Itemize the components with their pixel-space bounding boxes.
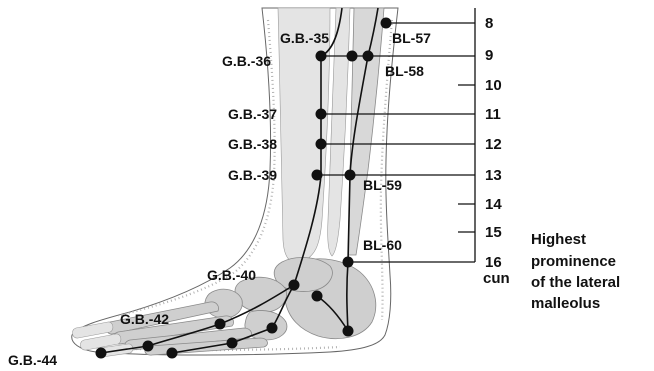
point-gb37 [316, 109, 327, 120]
scale-unit: cun [483, 270, 510, 287]
scale-tick-12: 12 [485, 136, 502, 153]
point-bl-foot [343, 326, 354, 337]
annotation-line-2: prominence [531, 253, 616, 270]
label-bl57: BL-57 [392, 30, 431, 46]
scale-tick-13: 13 [485, 167, 502, 184]
point-foot-e [167, 348, 178, 359]
label-gb38: G.B.-38 [228, 136, 277, 152]
label-gb37: G.B.-37 [228, 106, 277, 122]
point-foot-c [267, 323, 278, 334]
point-gb40 [289, 280, 300, 291]
label-gb39: G.B.-39 [228, 167, 277, 183]
label-bl59: BL-59 [363, 177, 402, 193]
scale-tick-10: 10 [485, 77, 502, 94]
label-gb35: G.B.-35 [280, 30, 329, 46]
point-bl60 [343, 257, 354, 268]
label-gb36: G.B.-36 [222, 53, 271, 69]
label-bl60: BL-60 [363, 237, 402, 253]
label-gb44: G.B.-44 [8, 352, 57, 368]
scale-tick-9: 9 [485, 47, 493, 64]
point-foot-b [215, 319, 226, 330]
cun-scale: 8 9 10 11 12 13 14 15 16 cun [483, 15, 510, 287]
point-gb38 [316, 139, 327, 150]
point-gb42 [143, 341, 154, 352]
point-bl57 [381, 18, 392, 29]
point-gb35 [347, 51, 358, 62]
malleolus-annotation: Highest prominence of the lateral malleo… [531, 231, 620, 312]
point-gb39 [312, 170, 323, 181]
label-gb40: G.B.-40 [207, 267, 256, 283]
point-bl58 [363, 51, 374, 62]
label-gb42: G.B.-42 [120, 311, 169, 327]
scale-tick-14: 14 [485, 196, 502, 213]
scale-tick-11: 11 [485, 106, 501, 123]
scale-tick-15: 15 [485, 224, 502, 241]
scale-tick-8: 8 [485, 15, 493, 32]
annotation-line-1: Highest [531, 231, 586, 248]
point-foot-d [227, 338, 238, 349]
point-foot-a [312, 291, 323, 302]
annotation-line-3: of the lateral [531, 274, 620, 291]
point-gb44 [96, 348, 107, 359]
annotation-line-4: malleolus [531, 295, 600, 312]
scale-tick-16: 16 [485, 254, 502, 271]
point-gb36 [316, 51, 327, 62]
label-bl58: BL-58 [385, 63, 424, 79]
point-bl59 [345, 170, 356, 181]
